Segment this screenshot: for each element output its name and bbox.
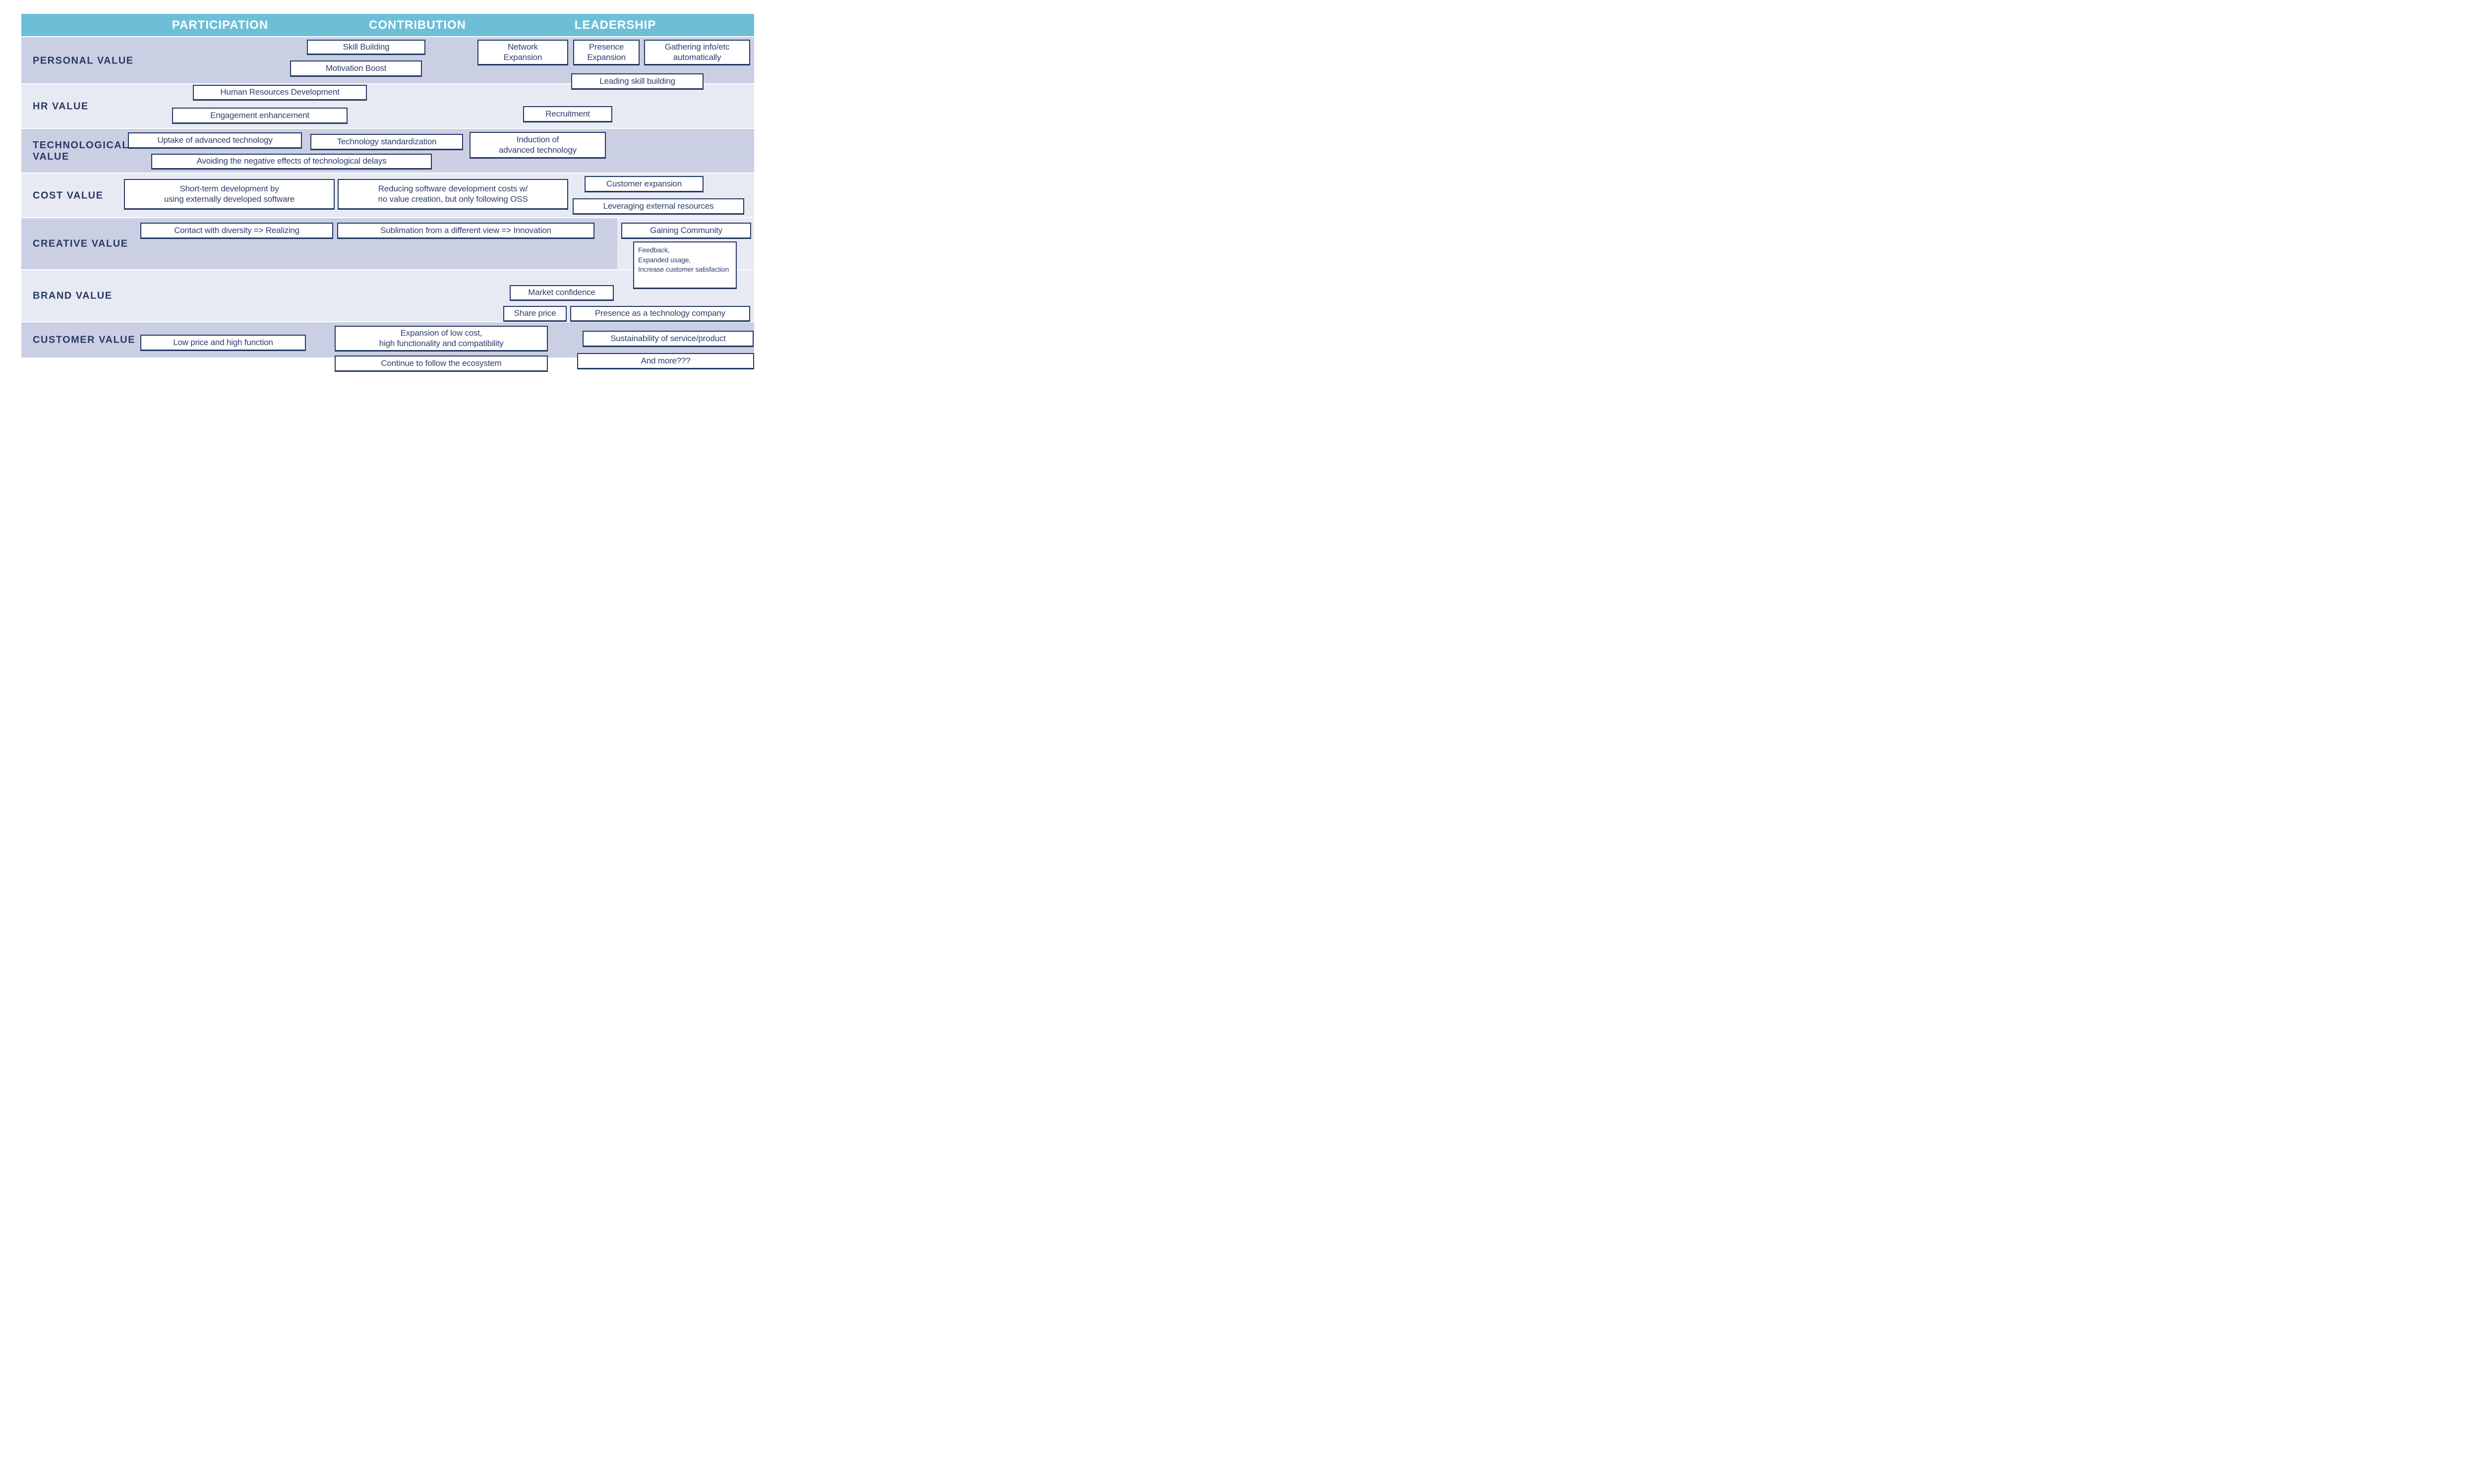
box-contact-with-diversity: Contact with diversity => Realizing xyxy=(140,223,333,239)
box-skill-building: Skill Building xyxy=(307,40,425,55)
box-expansion-low-cost: Expansion of low cost, high functionalit… xyxy=(335,326,548,352)
box-reducing-software-costs: Reducing software development costs w/ n… xyxy=(338,179,568,210)
box-human-resources-development: Human Resources Development xyxy=(193,85,367,101)
box-sustainability-service-product: Sustainability of service/product xyxy=(583,331,754,347)
row-label-technological-value: TECHNOLOGICAL VALUE xyxy=(33,140,129,162)
box-motivation-boost: Motivation Boost xyxy=(290,60,422,77)
box-sublimation-different-view: Sublimation from a different view => Inn… xyxy=(337,223,594,239)
box-low-price-high-function: Low price and high function xyxy=(140,335,306,351)
box-engagement-enhancement: Engagement enhancement xyxy=(172,108,348,124)
box-avoiding-negative-effects: Avoiding the negative effects of technol… xyxy=(151,154,432,170)
box-leading-skill-building: Leading skill building xyxy=(571,73,704,90)
box-market-confidence: Market confidence xyxy=(510,285,614,301)
box-gathering-info-automatically: Gathering info/etc automatically xyxy=(644,40,750,65)
box-leveraging-external-resources: Leveraging external resources xyxy=(573,198,744,215)
box-presence-technology-company: Presence as a technology company xyxy=(570,306,750,322)
box-gaining-community: Gaining Community xyxy=(621,223,751,239)
box-and-more: And more??? xyxy=(577,353,754,369)
oss-value-matrix: PARTICIPATION CONTRIBUTION LEADERSHIP PE… xyxy=(0,0,777,395)
box-customer-expansion: Customer expansion xyxy=(585,176,704,192)
row-label-cost-value: COST VALUE xyxy=(33,190,104,201)
box-network-expansion: Network Expansion xyxy=(477,40,568,65)
column-header-contribution: CONTRIBUTION xyxy=(369,18,466,32)
column-header-leadership: LEADERSHIP xyxy=(574,18,656,32)
box-presence-expansion: Presence Expansion xyxy=(573,40,640,65)
box-recruitment: Recruitment xyxy=(523,106,612,122)
box-technology-standardization: Technology standardization xyxy=(310,134,463,150)
box-share-price: Share price xyxy=(503,306,567,322)
row-label-personal-value: PERSONAL VALUE xyxy=(33,55,134,66)
header-band xyxy=(21,14,754,37)
row-label-creative-value: CREATIVE VALUE xyxy=(33,238,128,249)
row-band-hr-value xyxy=(21,84,754,129)
box-induction-advanced-technology: Induction of advanced technology xyxy=(470,132,606,159)
box-continue-follow-ecosystem: Continue to follow the ecosystem xyxy=(335,356,548,372)
box-uptake-advanced-technology: Uptake of advanced technology xyxy=(128,132,302,149)
column-header-participation: PARTICIPATION xyxy=(172,18,269,32)
row-label-hr-value: HR VALUE xyxy=(33,101,89,112)
row-label-brand-value: BRAND VALUE xyxy=(33,290,113,301)
box-feedback-expanded-usage: Feedback, Expanded usage, Increase custo… xyxy=(633,241,737,289)
row-label-customer-value: CUSTOMER VALUE xyxy=(33,334,135,346)
box-short-term-development: Short-term development by using external… xyxy=(124,179,335,210)
